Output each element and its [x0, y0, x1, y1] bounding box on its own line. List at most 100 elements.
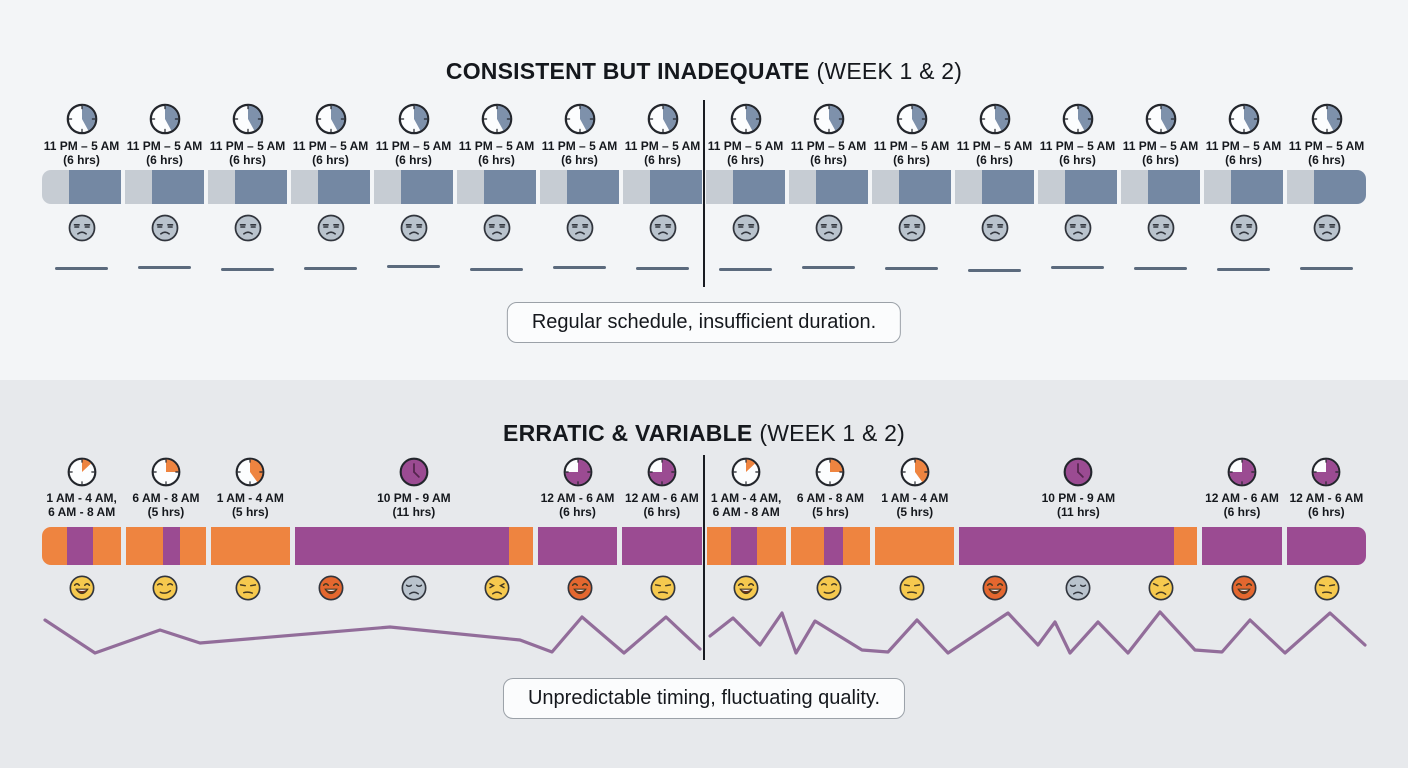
quality-cell	[706, 264, 785, 272]
sleep-bar-segment	[537, 527, 618, 565]
mood-face-icon	[1147, 574, 1175, 602]
schedule-time: 11 PM – 5 AM	[43, 139, 120, 153]
sleep-bar-segment	[42, 170, 69, 204]
mood-cell	[706, 574, 785, 602]
quality-cell	[623, 264, 702, 272]
schedule-hours: (5 hrs)	[147, 504, 185, 519]
schedule-label: 10 PM - 9 AM(11 hrs)	[377, 491, 451, 519]
schedule-hours: (6 hrs)	[643, 504, 681, 519]
clock-icon	[895, 102, 929, 136]
mood-face-icon	[68, 574, 96, 602]
mood-cell	[623, 574, 702, 602]
mood-cell	[872, 213, 951, 243]
schedule-hours: (6 hrs)	[1142, 152, 1179, 167]
schedule-hours: (6 hrs)	[146, 152, 183, 167]
mood-face-icon	[67, 213, 97, 243]
sleep-bar-segment	[623, 170, 650, 204]
schedule-time: 12 AM - 6 AM	[1205, 491, 1279, 505]
sleep-bar-segment	[374, 170, 401, 204]
clock-icon	[729, 102, 763, 136]
schedule-time: 11 PM – 5 AM	[375, 139, 452, 153]
sleep-bar-segment	[151, 170, 204, 204]
sleep-bar-segment	[815, 170, 868, 204]
schedule-time: 11 PM – 5 AM	[956, 139, 1033, 153]
clock-icon	[1144, 102, 1178, 136]
schedule-group: 12 AM - 6 AM(6 hrs)	[1287, 456, 1366, 522]
sleep-bar-segment	[898, 170, 951, 204]
sleep-bar-segment	[1038, 170, 1065, 204]
top-title-strong: CONSISTENT BUT INADEQUATE	[445, 58, 810, 84]
top-quality-flat-line-row	[42, 264, 1366, 272]
quality-cell	[125, 264, 204, 272]
schedule-time: 11 PM – 5 AM	[458, 139, 535, 153]
schedule-hours: (6 hrs)	[395, 152, 432, 167]
schedule-label: 11 PM – 5 AM(6 hrs)	[707, 139, 784, 167]
bottom-schedule-row: 1 AM - 4 AM,6 AM - 8 AM 6 AM - 8 AM(5 hr…	[42, 456, 1366, 522]
sleep-bar-segment	[706, 170, 733, 204]
schedule-time: 1 AM - 4 AM	[881, 491, 949, 505]
schedule-time: 11 PM – 5 AM	[1288, 139, 1365, 153]
quality-cell	[540, 264, 619, 272]
mood-cell	[789, 574, 868, 602]
quality-cell	[42, 264, 121, 272]
mood-cell	[457, 213, 536, 243]
schedule-time: 1 AM - 4 AM,	[710, 491, 782, 505]
mood-face-icon	[1230, 574, 1258, 602]
schedule-label: 11 PM – 5 AM(6 hrs)	[791, 139, 867, 167]
schedule-group: 12 AM - 6 AM(6 hrs)	[538, 456, 617, 522]
schedule-label: 1 AM - 4 AM(5 hrs)	[881, 491, 949, 519]
bottom-title-weeks: (WEEK 1 & 2)	[759, 420, 905, 446]
sleep-bar	[537, 527, 618, 565]
sleep-bar	[622, 527, 702, 565]
clock-icon	[646, 456, 678, 488]
mood-cell	[42, 213, 121, 243]
schedule-hours: (5 hrs)	[896, 504, 934, 519]
sleep-bar-segment	[180, 527, 206, 565]
schedule-group: 6 AM - 8 AM(5 hrs)	[791, 456, 870, 522]
sleep-bar-segment	[1230, 170, 1283, 204]
schedule-time: 11 PM – 5 AM	[707, 139, 784, 153]
sleep-bar-segment	[875, 527, 955, 565]
quality-flat-line	[719, 267, 772, 271]
schedule-label: 1 AM - 4 AM,6 AM - 8 AM	[46, 491, 116, 519]
sleep-bar	[125, 170, 204, 204]
quality-cell	[872, 264, 951, 272]
schedule-label: 11 PM – 5 AM(6 hrs)	[293, 139, 369, 167]
clock-icon	[1062, 456, 1094, 488]
clock-icon	[150, 456, 182, 488]
quality-cell	[1204, 264, 1283, 272]
sleep-bar-segment	[1204, 170, 1231, 204]
schedule-label: 11 PM – 5 AM(6 hrs)	[1206, 139, 1282, 167]
clock-icon	[398, 456, 430, 488]
sleep-bar	[42, 170, 121, 204]
mood-cell	[1038, 574, 1117, 602]
sleep-bar-segment	[706, 527, 732, 565]
mood-face-icon	[815, 574, 843, 602]
schedule-column: 11 PM – 5 AM(6 hrs)	[1204, 102, 1283, 168]
schedule-column: 11 PM – 5 AM(6 hrs)	[955, 102, 1034, 168]
schedule-group: 12 AM - 6 AM(6 hrs)	[622, 456, 701, 522]
section-consistent-inadequate: CONSISTENT BUT INADEQUATE(WEEK 1 & 2) 11…	[0, 0, 1408, 380]
top-caption-text: Regular schedule, insufficient duration.	[531, 311, 877, 333]
sleep-bar	[706, 170, 785, 204]
schedule-hours: (6 hrs)	[1307, 504, 1345, 519]
schedule-label: 12 AM - 6 AM(6 hrs)	[541, 491, 615, 519]
quality-cell	[374, 264, 453, 272]
sleep-bar-segment	[790, 527, 825, 565]
schedule-hours: (11 hrs)	[392, 504, 436, 519]
bottom-mood-row	[42, 574, 1366, 602]
schedule-time: 10 PM - 9 AM	[377, 491, 451, 505]
sleep-bar-segment	[1173, 527, 1198, 565]
mood-cell	[623, 213, 702, 243]
sleep-bar-segment	[843, 527, 871, 565]
mood-cell	[955, 574, 1034, 602]
mood-cell	[42, 574, 121, 602]
schedule-column: 11 PM – 5 AM(6 hrs)	[374, 102, 453, 168]
schedule-column: 11 PM – 5 AM(6 hrs)	[42, 102, 121, 168]
mood-cell	[872, 574, 951, 602]
mood-face-icon	[400, 574, 428, 602]
quality-flat-line	[138, 265, 191, 269]
schedule-label: 1 AM - 4 AM,6 AM - 8 AM	[710, 491, 782, 519]
schedule-column: 11 PM – 5 AM(6 hrs)	[125, 102, 204, 168]
schedule-time: 6 AM - 8 AM	[796, 491, 865, 505]
